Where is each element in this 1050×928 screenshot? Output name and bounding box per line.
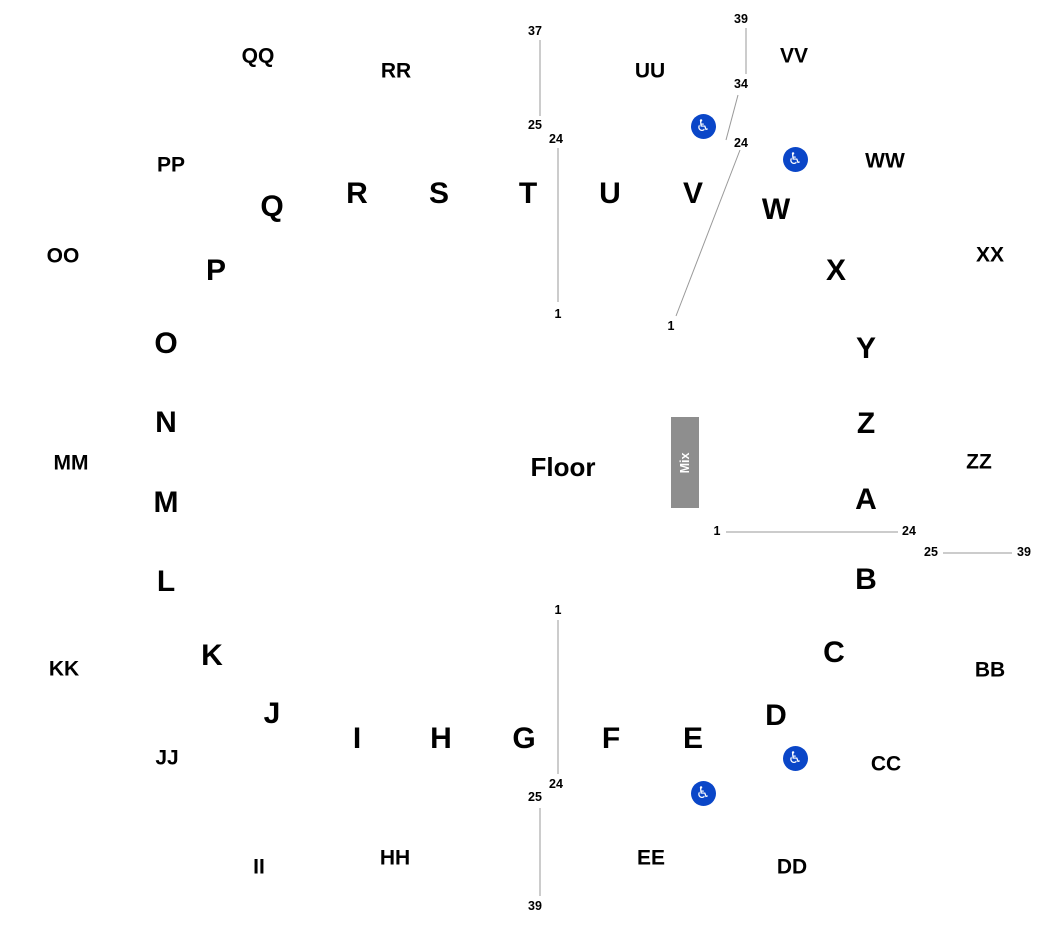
section-CC[interactable]: CC [870, 752, 902, 776]
section-UU[interactable]: UU [634, 59, 666, 83]
section-EE[interactable]: EE [636, 846, 666, 870]
section-Z[interactable]: Z [856, 407, 876, 440]
row-number: 39 [734, 11, 748, 26]
section-P[interactable]: P [205, 254, 227, 287]
section-M[interactable]: M [153, 486, 179, 519]
mix-position: Mix [671, 417, 699, 508]
floor-label[interactable]: Floor [530, 452, 596, 482]
row-number: 24 [902, 523, 916, 538]
section-OO[interactable]: OO [46, 244, 80, 268]
row-number: 39 [528, 898, 542, 913]
section-MM[interactable]: MM [53, 451, 89, 475]
section-A[interactable]: A [855, 483, 877, 516]
section-DD[interactable]: DD [776, 855, 808, 879]
section-L[interactable]: L [156, 565, 176, 598]
section-PP[interactable]: PP [156, 153, 186, 177]
row-number: 1 [667, 318, 675, 333]
section-VV[interactable]: VV [779, 44, 809, 68]
section-BB[interactable]: BB [974, 658, 1006, 682]
section-W[interactable]: W [761, 193, 791, 226]
wheelchair-icon[interactable]: ♿ [690, 780, 716, 806]
section-U[interactable]: U [599, 177, 621, 210]
row-number: 24 [734, 135, 748, 150]
section-KK[interactable]: KK [48, 657, 80, 681]
section-K[interactable]: K [201, 639, 223, 672]
row-number: 1 [713, 523, 721, 538]
section-N[interactable]: N [155, 406, 177, 439]
wheelchair-icon[interactable]: ♿ [782, 146, 808, 172]
section-II[interactable]: II [253, 855, 265, 879]
wheelchair-icon[interactable]: ♿ [690, 113, 716, 139]
section-F[interactable]: F [601, 722, 621, 755]
row-line-topright-mid [725, 94, 739, 141]
row-number: 1 [554, 602, 562, 617]
section-J[interactable]: J [263, 697, 281, 730]
section-E[interactable]: E [682, 722, 704, 755]
row-number: 25 [528, 117, 542, 132]
section-QQ[interactable]: QQ [241, 44, 275, 68]
section-G[interactable]: G [512, 722, 536, 755]
row-number: 39 [1017, 544, 1031, 559]
section-Q[interactable]: Q [260, 190, 284, 223]
row-number: 25 [528, 789, 542, 804]
row-number: 24 [549, 131, 563, 146]
section-X[interactable]: X [825, 254, 847, 287]
section-Y[interactable]: Y [855, 332, 877, 365]
section-I[interactable]: I [352, 722, 362, 755]
section-JJ[interactable]: JJ [155, 746, 179, 770]
section-H[interactable]: H [430, 722, 452, 755]
section-ZZ[interactable]: ZZ [966, 450, 992, 474]
wheelchair-icon[interactable]: ♿ [782, 745, 808, 771]
section-XX[interactable]: XX [975, 243, 1005, 267]
section-HH[interactable]: HH [379, 846, 411, 870]
section-WW[interactable]: WW [865, 149, 905, 173]
section-B[interactable]: B [855, 563, 877, 596]
row-number: 1 [554, 306, 562, 321]
section-S[interactable]: S [428, 177, 450, 210]
section-T[interactable]: T [518, 177, 538, 210]
section-O[interactable]: O [154, 327, 178, 360]
section-D[interactable]: D [765, 699, 787, 732]
row-number: 25 [924, 544, 938, 559]
section-V[interactable]: V [682, 177, 704, 210]
row-line-topright-lower [675, 149, 741, 317]
row-number: 37 [528, 23, 542, 38]
section-C[interactable]: C [823, 636, 845, 669]
mix-label: Mix [678, 452, 692, 473]
row-number: 24 [549, 776, 563, 791]
section-R[interactable]: R [346, 177, 368, 210]
section-RR[interactable]: RR [380, 59, 412, 83]
row-number: 34 [734, 76, 748, 91]
